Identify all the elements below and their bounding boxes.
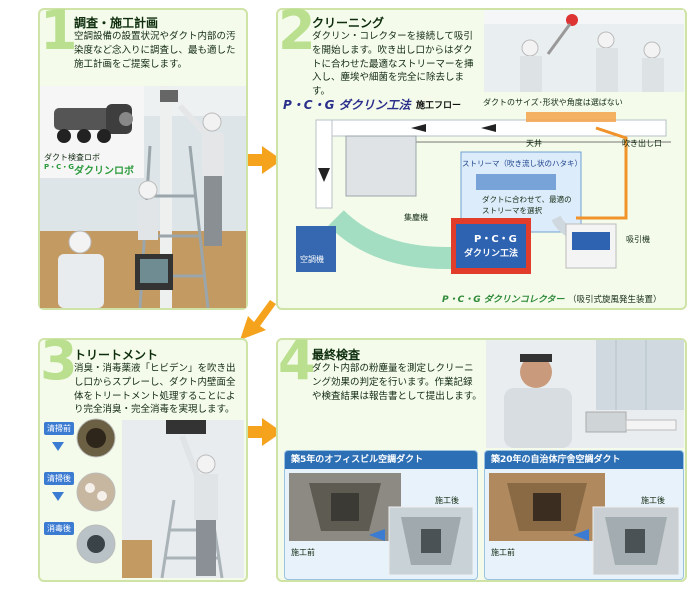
office-duct-photos (289, 473, 473, 575)
flow-brand: P・C・G ダクリン工法 (283, 98, 411, 112)
duct-flow-svg (296, 112, 671, 274)
duct-robot-icon (54, 104, 133, 143)
cleaning-scene (484, 10, 684, 92)
step3-photo (122, 420, 244, 578)
arrow-2-3-icon (240, 300, 276, 340)
treatment-scene (122, 420, 244, 578)
step2-title: クリーニング (312, 16, 385, 30)
compare-office-after: 施工後 (435, 496, 459, 505)
stage-before-badge: 清掃前 (44, 422, 74, 435)
machine-brand-label-2: ダクリン工法 (464, 249, 519, 259)
dust-collector-label: 集塵機 (404, 213, 428, 222)
step2-photo (484, 10, 684, 92)
step3-text: 消臭・消毒薬液「ヒビデン」を吹き出し口からスプレーし、ダクト内壁面全体をトリート… (74, 363, 236, 416)
collector-note: （吸引式旋風発生装置） (568, 295, 662, 305)
step1-number: 1 (40, 0, 78, 62)
step2-text: ダクリン・コレクターを接続して吸引を開始します。吹き出し口からはダクトに合わせた… (312, 31, 474, 98)
step4-title: 最終検査 (312, 348, 361, 362)
streamer-note: ダクトに合わせて、最適のストリーマを選択 (482, 195, 572, 215)
compare-office-before: 施工前 (291, 548, 315, 557)
machine-brand-label: P・C・G (474, 234, 517, 245)
stage-after-badge: 清掃後 (44, 472, 74, 485)
streamer-label: ストリーマ（吹き流し状のハタキ） (462, 159, 582, 168)
compare-government: 築20年の自治体庁舎空調ダクト 施工後 施工前 (484, 450, 684, 580)
stage-disinfect-badge: 消毒後 (44, 522, 74, 535)
arrow-3-4-bar (248, 426, 262, 438)
flow-note-top: ダクトのサイズ･形状や角度は選ばない (483, 98, 623, 107)
step4-number: 4 (278, 329, 316, 392)
step1-text: 空調設備の設置状況やダクト内部の汚染度など念入りに調査し、最も適した施工計画をご… (74, 31, 236, 70)
compare-office: 築5年のオフィスビル空調ダクト 施工後 施工前 (284, 450, 478, 580)
step3-title: トリートメント (74, 348, 159, 362)
robot-brand-small: P・C・G (44, 163, 75, 171)
compare-government-before: 施工前 (491, 548, 515, 557)
compare-office-title: 築5年のオフィスビル空調ダクト (285, 451, 477, 469)
suction-label: 吸引機 (626, 235, 650, 244)
stage-arrow-1 (52, 442, 64, 451)
step4-photo (486, 340, 684, 448)
flow-title: 施工フロー (416, 101, 462, 111)
arrow-1-2-bar (248, 154, 262, 166)
stage-arrow-2 (52, 492, 64, 501)
robot-brand: ダクリンロボ (74, 166, 134, 177)
compare-government-title: 築20年の自治体庁舎空調ダクト (485, 451, 683, 469)
step2-number: 2 (278, 0, 316, 62)
aircon-label: 空調機 (300, 255, 324, 264)
outlet-label: 吹き出し口 (622, 139, 662, 148)
inspector-scene (486, 340, 684, 448)
step3-number: 3 (40, 329, 78, 392)
ceiling-label: 天井 (526, 139, 542, 148)
robot-label: ダクト検査ロボ (44, 153, 100, 162)
step1-title: 調査・施工計画 (74, 16, 159, 30)
duct-robot-inset: ダクト検査ロボ P・C・G ダクリンロボ (40, 86, 144, 178)
stage-photos (76, 418, 116, 564)
collector-brand: P・C・G ダクリンコレクター (442, 295, 565, 305)
government-duct-photos (489, 473, 679, 575)
compare-government-after: 施工後 (641, 496, 665, 505)
step4-text: ダクト内部の粉塵量を測定しクリーニング効果の判定を行います。作業記録や検査結果は… (312, 363, 482, 402)
duct-diagram: 天井 吹き出し口 ストリーマ（吹き流し状のハタキ） ダクトに合わせて、最適のスト… (296, 108, 681, 288)
step1-photo: ダクト検査ロボ P・C・G ダクリンロボ (40, 86, 246, 308)
